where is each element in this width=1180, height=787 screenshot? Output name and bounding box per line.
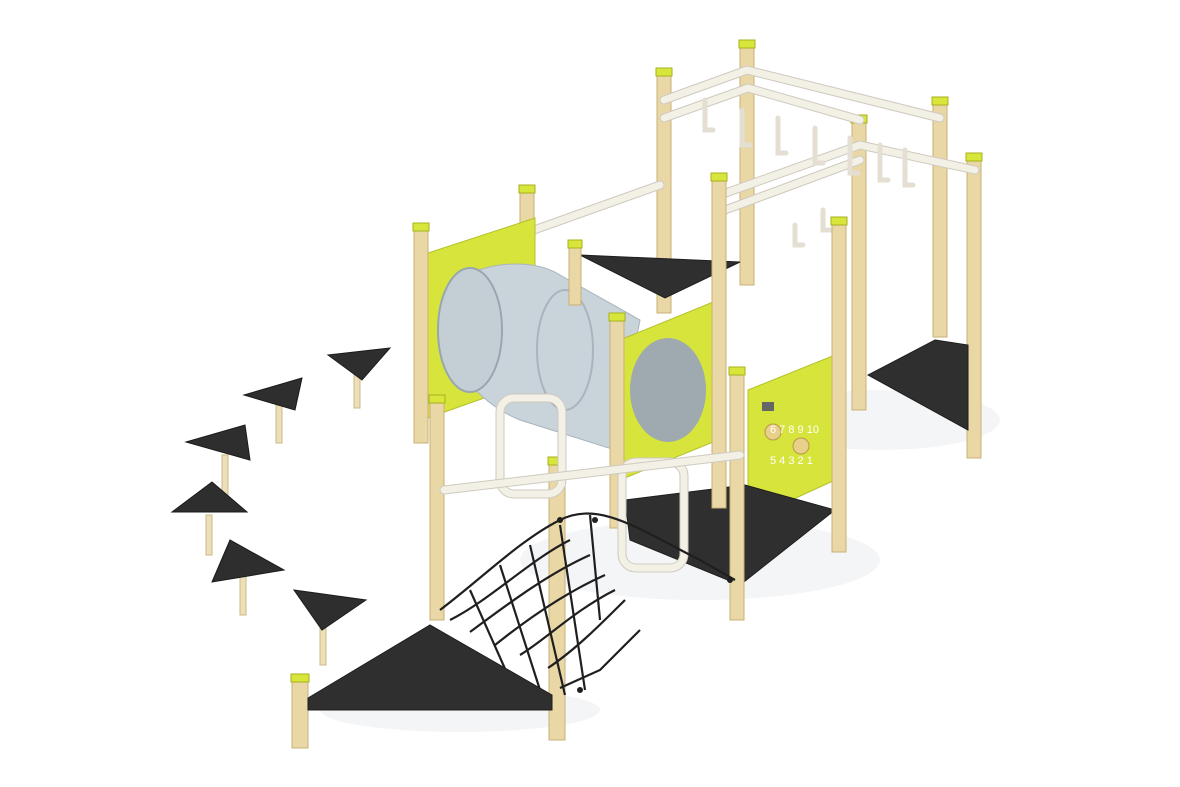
- grab-handles: [439, 393, 745, 573]
- climbing-net-icon: [439, 512, 736, 696]
- front-deck: [307, 624, 553, 711]
- right-deck: [866, 339, 969, 431]
- stepping-stone-icon: [292, 589, 368, 666]
- back-deck: [579, 254, 741, 299]
- stepping-stones: [170, 347, 392, 666]
- number-panel: 6 7 8 9 10 5 4 3 2 1: [747, 354, 836, 521]
- monkey-bars-icon: [529, 65, 980, 248]
- tube-tunnel-icon: [421, 217, 719, 481]
- panel-numbers-bottom: 5 4 3 2 1: [770, 455, 813, 467]
- stepping-stone-icon: [326, 347, 392, 409]
- stepping-stone-icon: [184, 424, 251, 496]
- panel-numbers-top: 6 7 8 9 10: [770, 424, 819, 436]
- stepping-stone-icon: [242, 377, 303, 444]
- stepping-stone-icon: [170, 481, 249, 556]
- stepping-stone-icon: [211, 539, 286, 616]
